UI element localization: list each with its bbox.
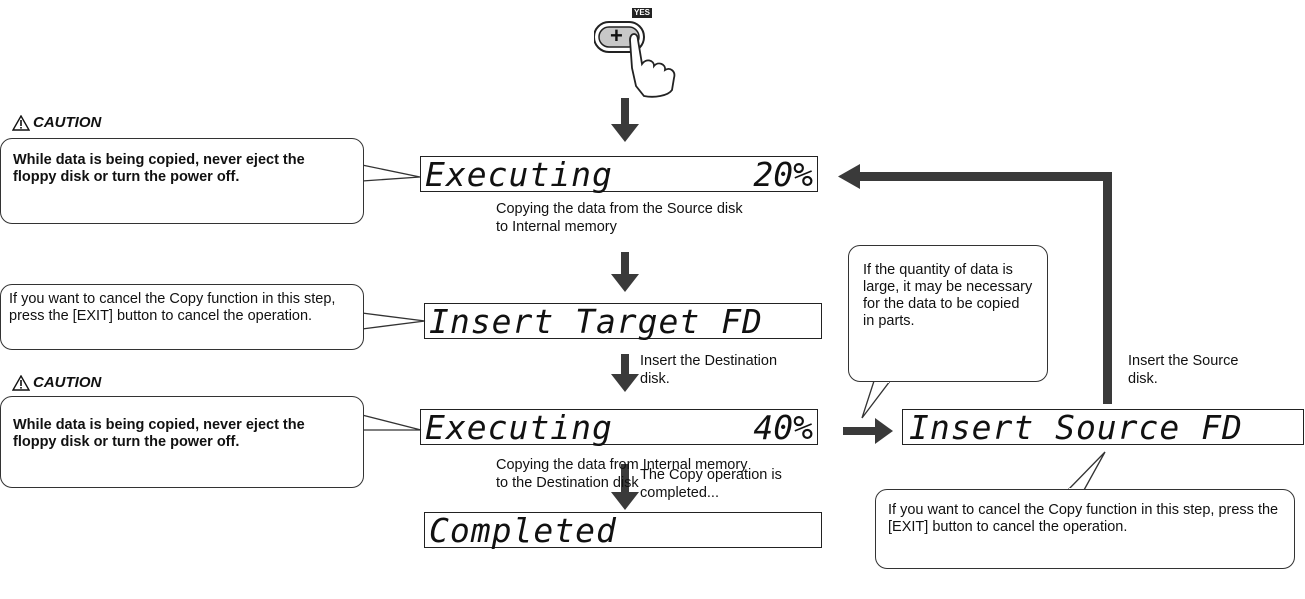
lcd-text: Executing — [425, 155, 613, 194]
cancel-note-text: If you want to cancel the Copy function … — [888, 502, 1279, 535]
lcd-insert-target: Insert Target FD — [424, 303, 822, 339]
quantity-note: If the quantity of data is large, it may… — [848, 245, 1048, 382]
caution-callout-1: While data is being copied, never eject … — [0, 138, 364, 224]
caution-title-1: CAUTION — [12, 114, 101, 131]
caution-text: While data is being copied, never eject … — [13, 417, 305, 450]
lcd-executing-40: Executing 40% — [420, 409, 818, 445]
cancel-note-text: If you want to cancel the Copy function … — [9, 291, 336, 324]
caption-insert-source: Insert the Source disk. — [1128, 352, 1248, 388]
caption-text: The Copy operation is completed... — [640, 467, 782, 501]
caution-title-2: CAUTION — [12, 374, 101, 391]
caution-callout-2: While data is being copied, never eject … — [0, 396, 364, 488]
caution-label: CAUTION — [33, 114, 102, 131]
lcd-text: Executing — [425, 408, 613, 447]
caution-text: While data is being copied, never eject … — [13, 152, 305, 185]
plus-symbol: + — [610, 23, 623, 48]
hand-press-icon — [593, 21, 676, 98]
yes-badge: YES — [632, 8, 653, 18]
caption-completed-note: The Copy operation is completed... — [640, 466, 800, 502]
lcd-percent: 20% — [753, 155, 813, 194]
caption-text: Copying the data from the Source disk to… — [496, 201, 743, 235]
warning-icon — [12, 114, 30, 131]
lcd-completed: Completed — [424, 512, 822, 548]
cancel-note-left: If you want to cancel the Copy function … — [0, 284, 364, 350]
warning-icon — [12, 374, 30, 391]
caption-insert-destination: Insert the Destination disk. — [640, 352, 790, 388]
plus-yes-button[interactable]: YES + — [593, 6, 709, 98]
caution-label: CAUTION — [33, 374, 102, 391]
lcd-insert-source: Insert Source FD — [902, 409, 1304, 445]
caption-copy-to-internal: Copying the data from the Source disk to… — [496, 200, 756, 236]
lcd-executing-20: Executing 20% — [420, 156, 818, 192]
lcd-text: Insert Source FD — [909, 408, 1243, 447]
quantity-note-text: If the quantity of data is large, it may… — [863, 262, 1033, 329]
caption-text: Insert the Destination disk. — [640, 353, 778, 387]
caption-copy-to-destination: Copying the data from Internal memory to… — [496, 456, 756, 492]
lcd-percent: 40% — [753, 408, 813, 447]
caption-text: Insert the Source disk. — [1128, 353, 1239, 387]
lcd-text: Insert Target FD — [429, 302, 763, 341]
cancel-note-right: If you want to cancel the Copy function … — [875, 489, 1295, 569]
caption-text: Copying the data from Internal memory to… — [496, 457, 748, 491]
lcd-text: Completed — [429, 511, 617, 550]
